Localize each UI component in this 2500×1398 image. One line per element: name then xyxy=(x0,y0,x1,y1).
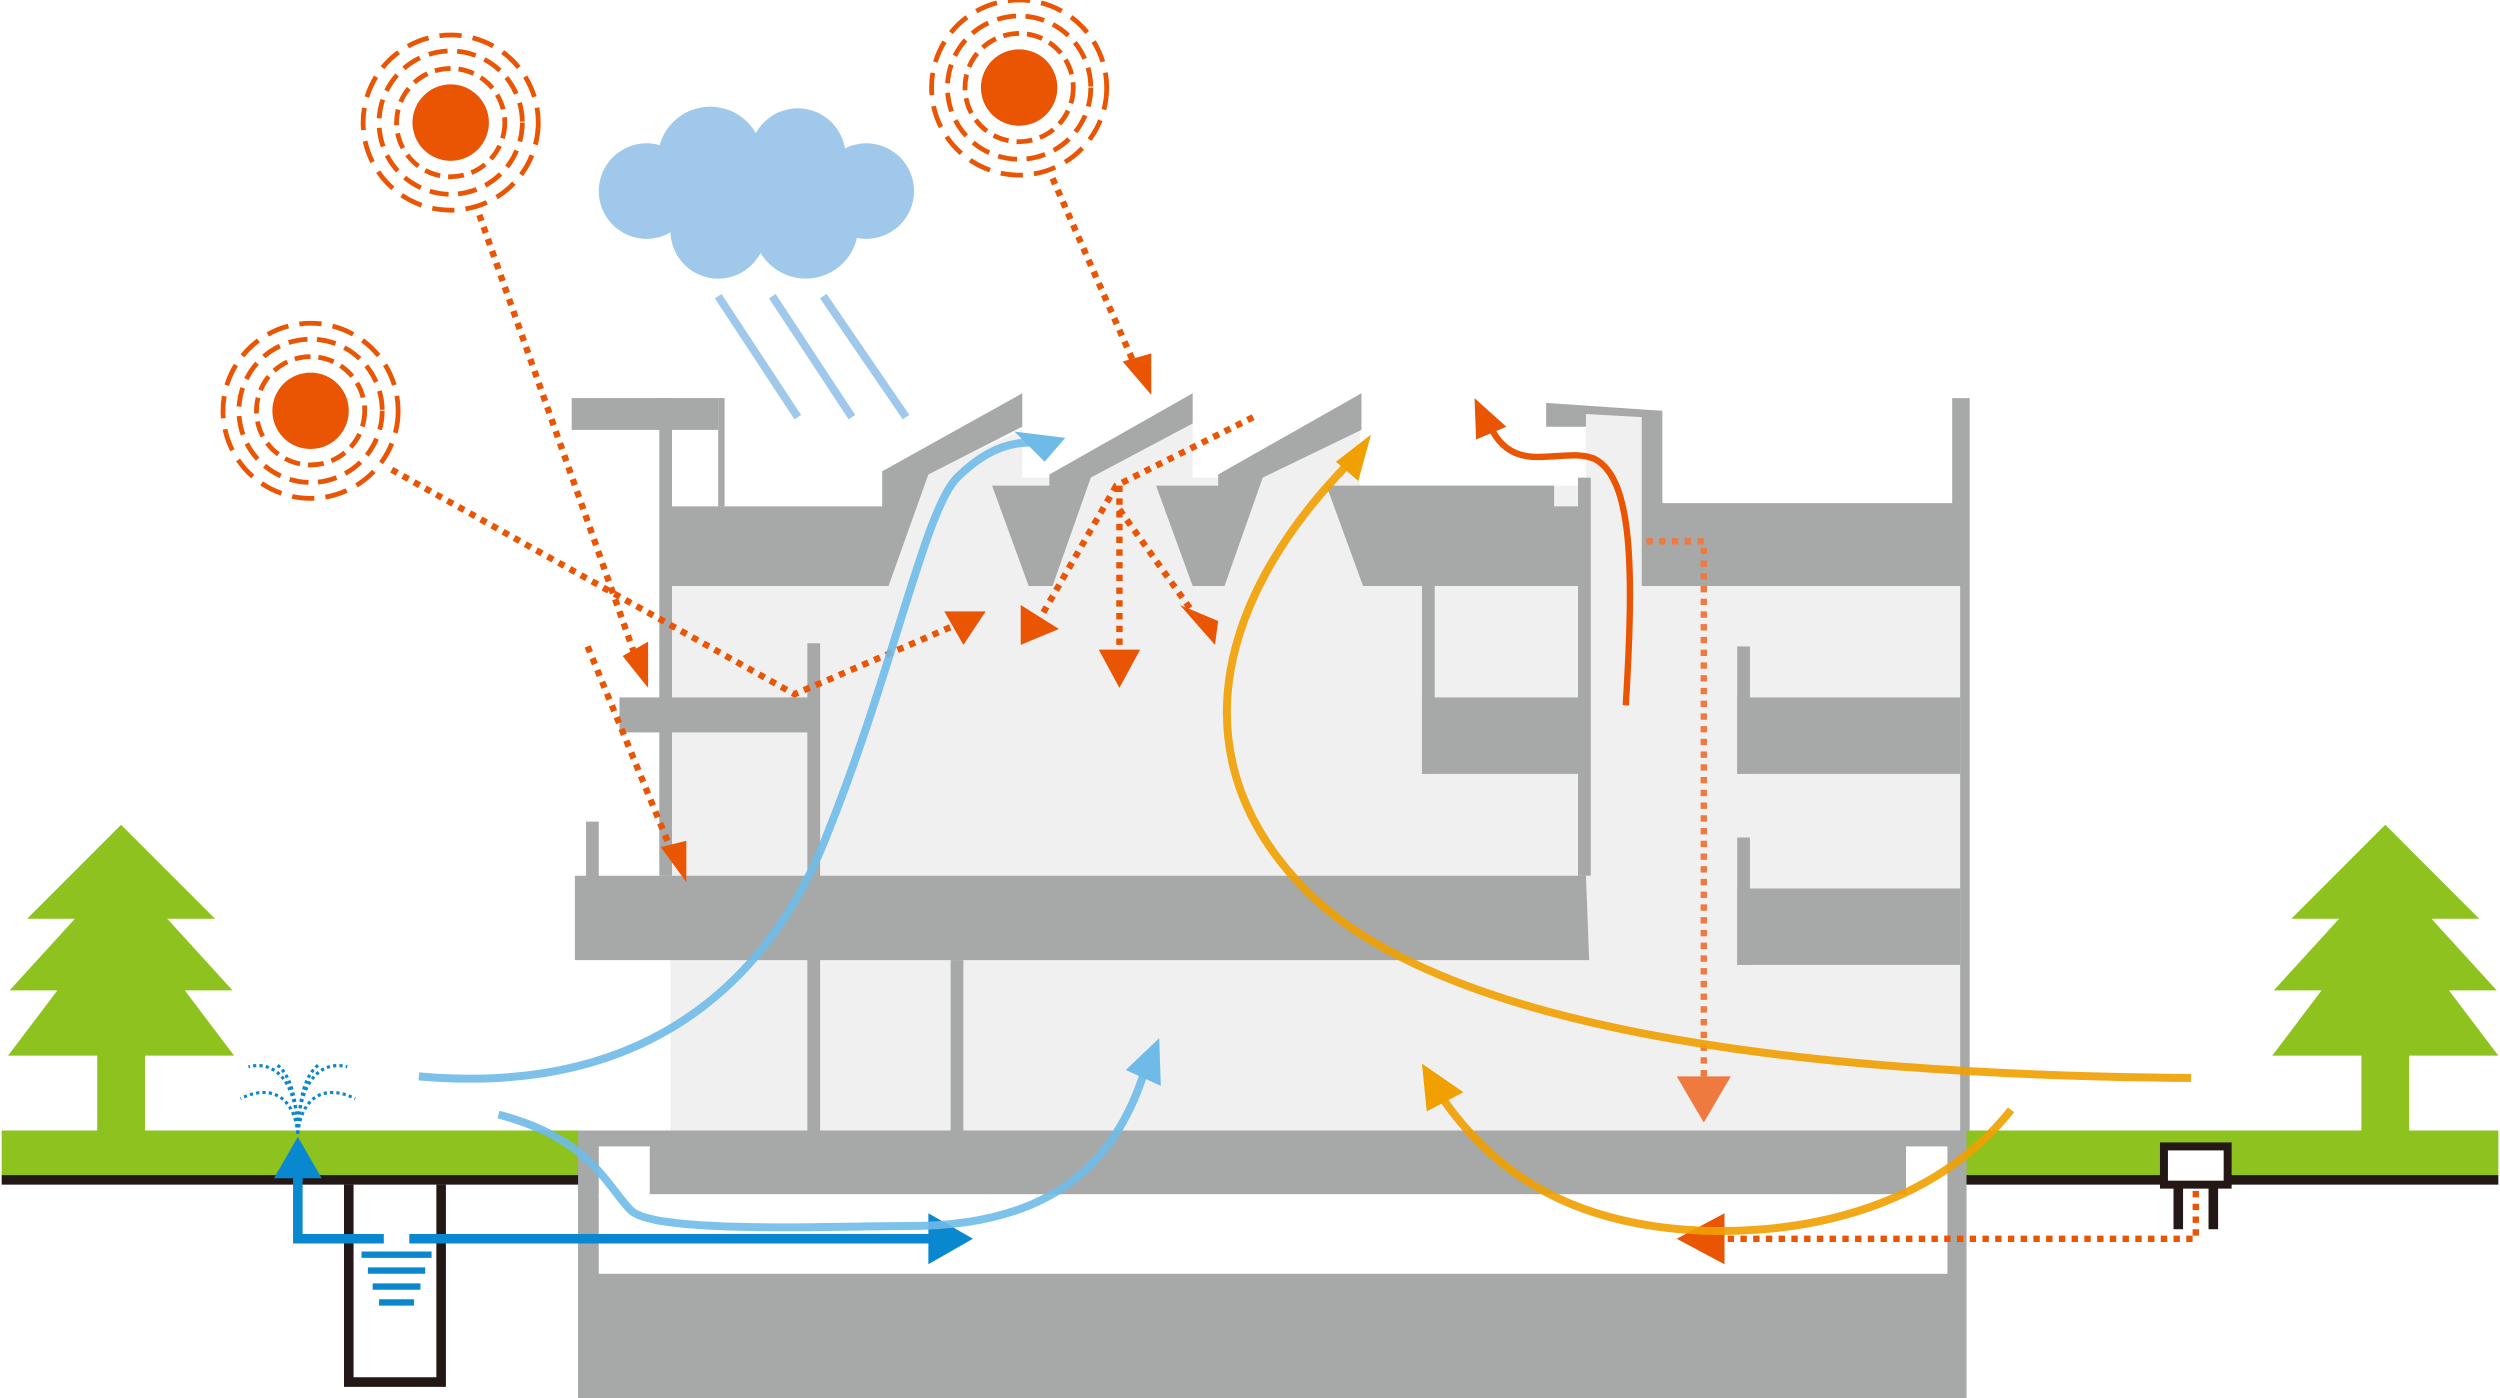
geothermal-arrowhead xyxy=(1676,1076,1731,1123)
water-arrowhead xyxy=(273,1136,322,1179)
solar-heat-rays xyxy=(390,177,1255,862)
cool-air-arrowhead xyxy=(1125,1038,1161,1086)
sun-icon xyxy=(929,0,1110,178)
cool-air-arrowhead xyxy=(1014,431,1066,462)
warm-air-arrowhead xyxy=(1421,1063,1464,1112)
warm-air-arrowhead xyxy=(1335,434,1372,481)
geothermal-flow xyxy=(1646,538,1707,1086)
ground-heat-arrowhead xyxy=(1676,1213,1725,1265)
rain-icon xyxy=(714,293,910,420)
exhaust-heat-arrowhead xyxy=(1474,398,1507,440)
fountain-icon xyxy=(239,1062,356,1134)
warm-air-flow xyxy=(1223,462,2192,1235)
tree-icon xyxy=(2272,824,2499,1134)
water-flow xyxy=(293,1170,934,1244)
building-structure xyxy=(571,393,1970,1398)
tree-icon xyxy=(8,824,235,1134)
sun-icon xyxy=(360,32,541,213)
cool-air-flow xyxy=(418,438,1149,1232)
heat-arrowheads xyxy=(622,353,1219,883)
cloud-icon xyxy=(598,106,915,279)
exhaust-heat-flow xyxy=(1487,425,1634,706)
sun-icon xyxy=(220,320,401,501)
well-icon xyxy=(344,1184,446,1387)
ground-heat-meter-icon xyxy=(2159,1142,2232,1230)
